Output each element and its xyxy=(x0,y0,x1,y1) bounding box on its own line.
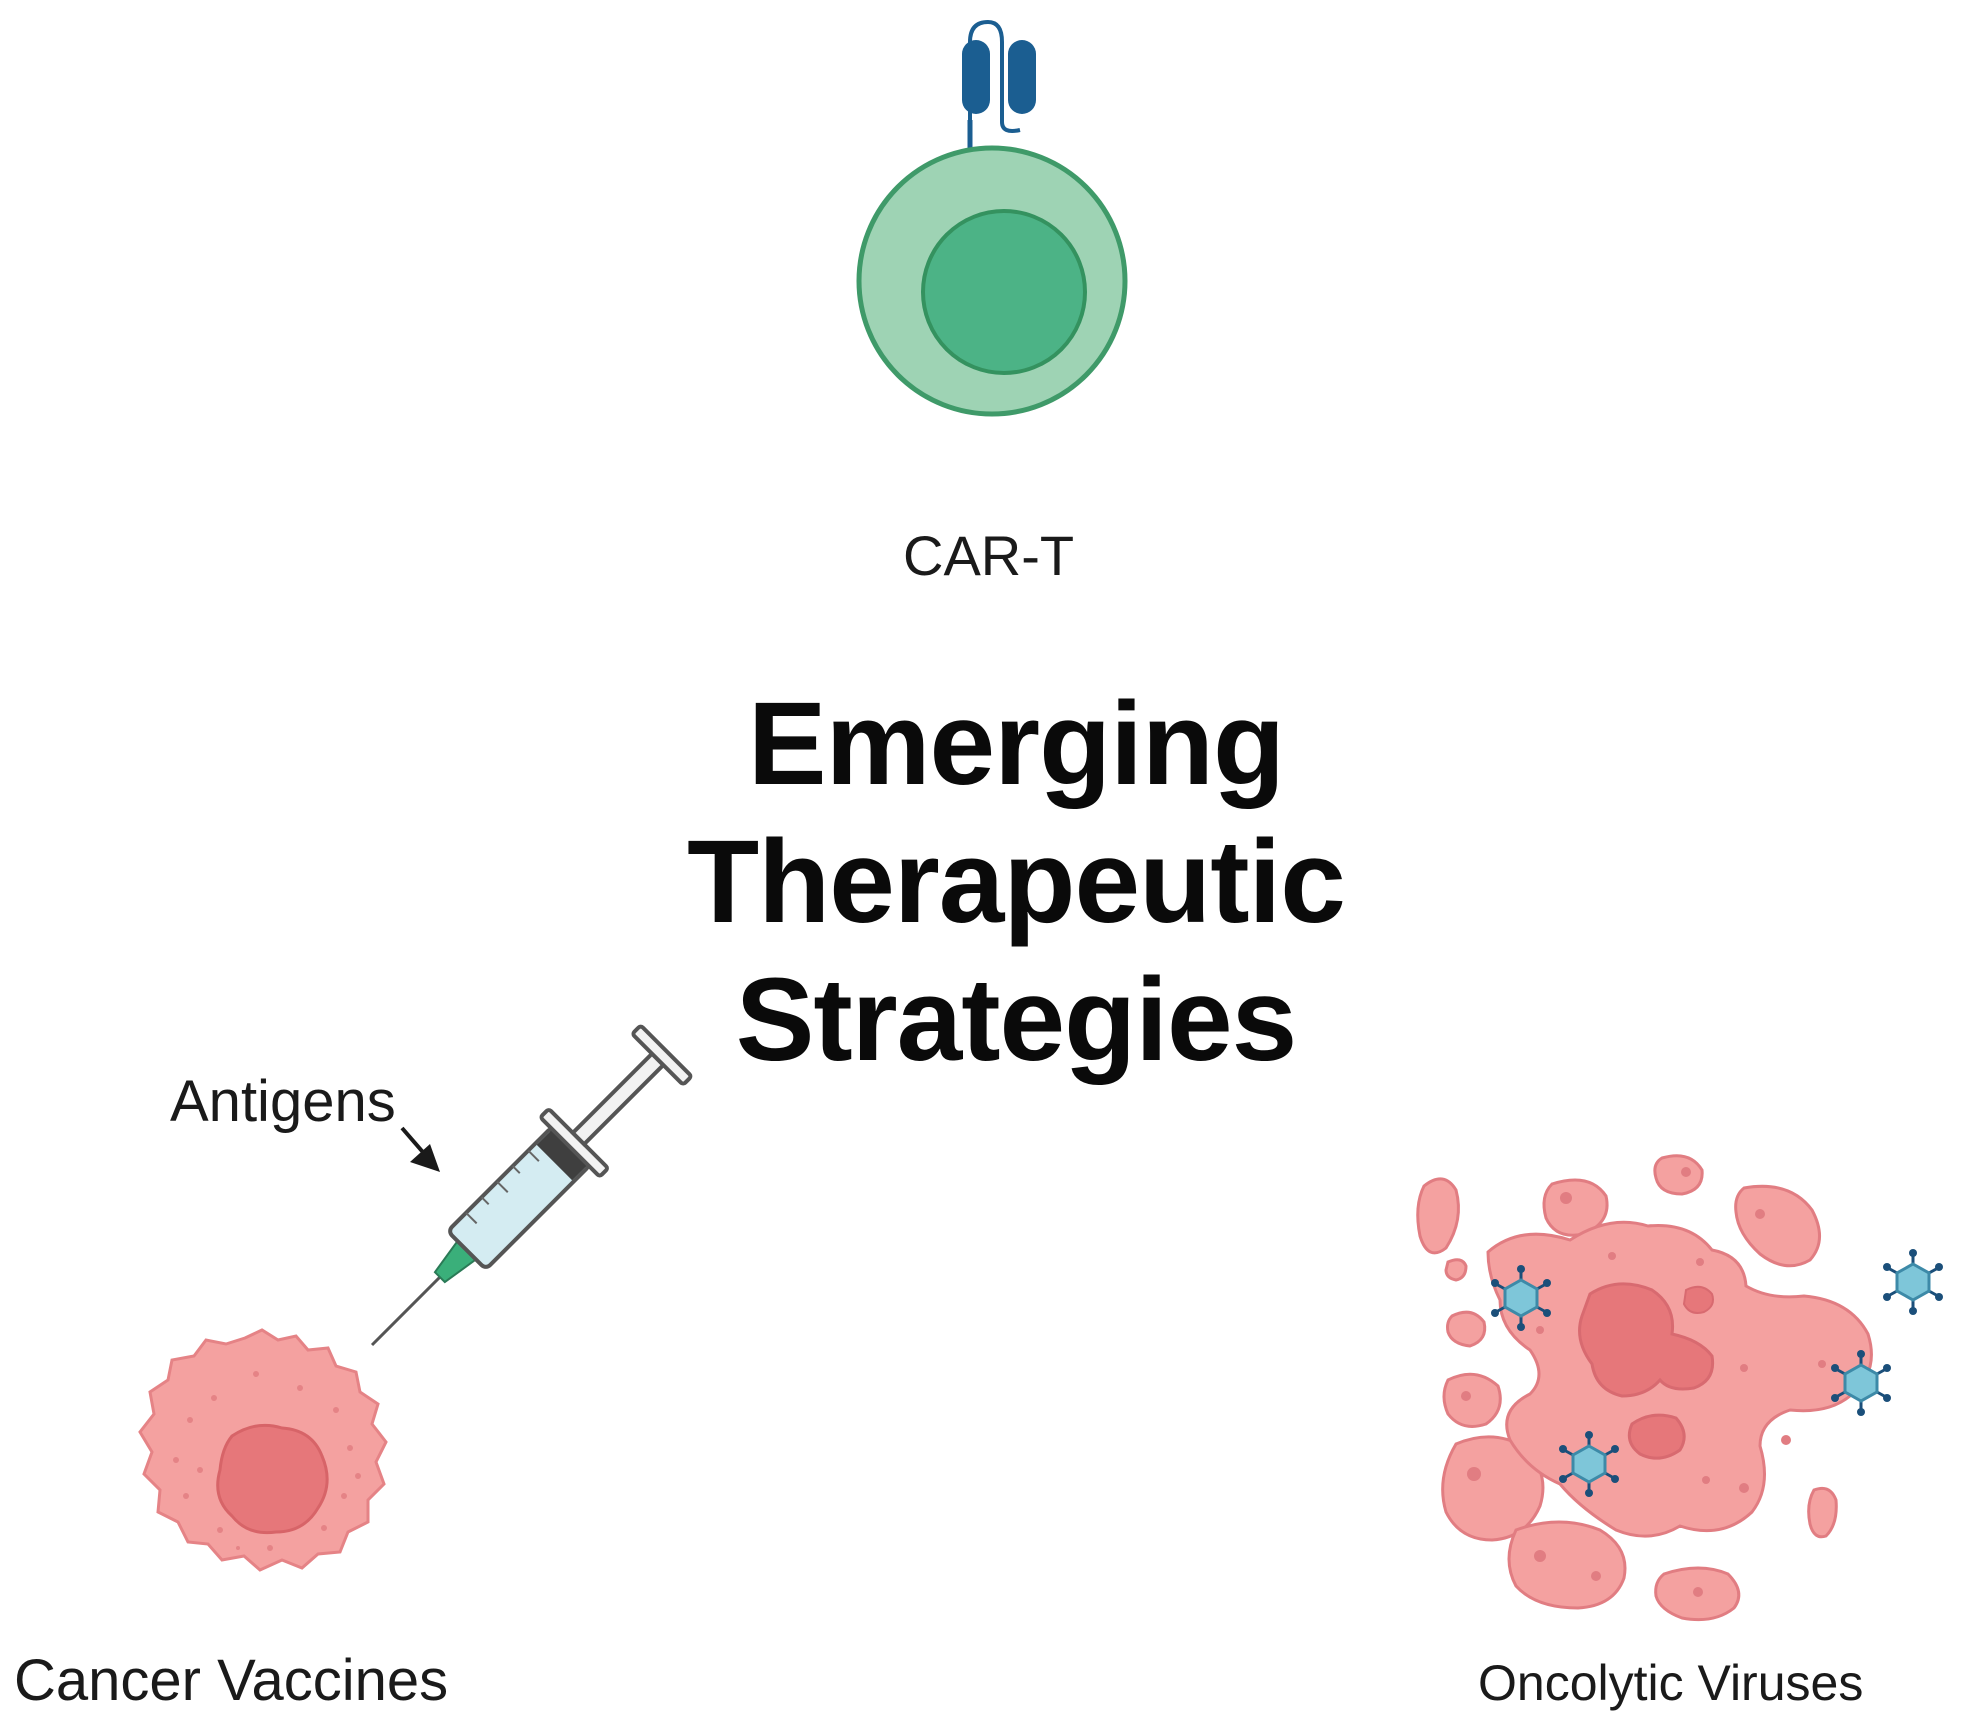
antigens-arrow-icon xyxy=(400,1126,440,1172)
title-line-3: Strategies xyxy=(735,954,1298,1086)
title-line-1: Emerging xyxy=(747,678,1285,810)
car-t-cell-icon xyxy=(856,19,1128,417)
car-receptor-domain-2 xyxy=(1008,40,1036,114)
cancer-cell-icon xyxy=(138,1328,388,1572)
car-t-label: CAR-T xyxy=(903,524,1075,587)
tumor-mass-icon xyxy=(1416,1154,1873,1622)
title-line-2: Therapeutic xyxy=(687,816,1346,948)
diagram-title: Emerging Therapeutic Strategies xyxy=(531,675,1501,1089)
antigens-label: Antigens xyxy=(170,1069,396,1134)
cancer-cell-nucleus xyxy=(216,1423,329,1535)
car-receptor-domain-1 xyxy=(962,40,990,114)
virus-icon xyxy=(1883,1249,1943,1315)
syringe-icon xyxy=(370,1024,693,1347)
virus-icon xyxy=(1491,1265,1551,1331)
cancer-vaccines-label: Cancer Vaccines xyxy=(14,1648,449,1713)
t-cell-nucleus xyxy=(921,209,1087,375)
virus-icon xyxy=(1559,1431,1619,1497)
oncolytic-viruses-label: Oncolytic Viruses xyxy=(1478,1655,1864,1711)
virus-icon xyxy=(1831,1350,1891,1416)
